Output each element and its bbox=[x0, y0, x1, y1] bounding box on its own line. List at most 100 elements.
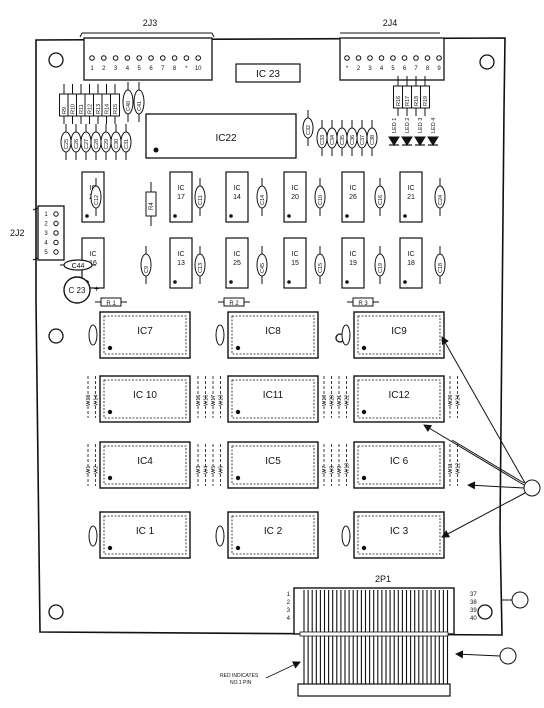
connector-2j2-label: 2J2 bbox=[10, 228, 25, 238]
ic-ic-1-socket bbox=[99, 511, 191, 559]
zj3-pin-8 bbox=[171, 55, 178, 61]
ic-ic-17 bbox=[169, 171, 193, 223]
zj4-pin-label-7: 7 bbox=[414, 66, 418, 72]
resistor-r2-label: R 2 bbox=[229, 301, 239, 307]
zj3-pin-label-7: 7 bbox=[161, 66, 165, 72]
led-1 bbox=[388, 136, 400, 146]
capacitor-c34-label: C34 bbox=[330, 135, 336, 145]
led-3-label: LED 3 bbox=[418, 118, 424, 133]
ic-ic9-body bbox=[357, 315, 441, 355]
capacitor-c32: C32 bbox=[302, 110, 314, 146]
capacitor-c18-label: C18 bbox=[438, 263, 444, 273]
ic-ic-24-pin1 bbox=[85, 214, 89, 218]
zp1-left-pin-2: 2 bbox=[287, 600, 291, 606]
resistor-r10-label: R10 bbox=[71, 104, 77, 114]
zj3-pin-label-4: 4 bbox=[126, 66, 130, 72]
zj3-pin-label-2: 2 bbox=[102, 66, 106, 72]
ic-ic-25-pin1 bbox=[229, 280, 233, 284]
zj4-pin-9 bbox=[436, 55, 442, 61]
resistor-r16-label: R16 bbox=[396, 96, 402, 106]
zj4-pin-3 bbox=[367, 55, 373, 61]
ic-ic-26-label-number: 26 bbox=[349, 194, 357, 201]
ic-ic-2-pin1 bbox=[235, 545, 241, 551]
zj3-pin-3 bbox=[112, 55, 119, 61]
capacitor-c38-label: C38 bbox=[370, 135, 376, 145]
zj4-pin-7 bbox=[413, 55, 419, 61]
zj3-pin-label-8: 8 bbox=[173, 66, 177, 72]
wire-w16-label: W16 bbox=[204, 395, 210, 406]
wire-w20-label: W20 bbox=[330, 395, 336, 406]
ic-ic-14-pin1 bbox=[229, 214, 233, 218]
wire-w24-label: W24 bbox=[456, 395, 462, 406]
wire-w17-label: W17 bbox=[211, 395, 217, 406]
ic-ic5-label: IC5 bbox=[265, 456, 281, 467]
wire-w1-label: W1 bbox=[86, 466, 92, 474]
zj3-pin-2 bbox=[101, 55, 107, 61]
wire-w6-label: W6 bbox=[219, 466, 225, 474]
capacitor-c37-label: C37 bbox=[360, 135, 366, 145]
zj4-pin-4 bbox=[378, 55, 385, 61]
ic-ic-20 bbox=[283, 171, 307, 223]
ic22: IC22 bbox=[145, 113, 297, 159]
ic-ic-1-pin1 bbox=[107, 545, 113, 551]
resistor-r1-label: R 1 bbox=[106, 301, 116, 307]
wire-w23-label: W23 bbox=[448, 395, 454, 406]
ic-ic-10-label: IC 10 bbox=[133, 390, 157, 401]
capacitor-c29-label: C29 bbox=[104, 139, 110, 149]
capacitor-c44-label: C44 bbox=[72, 263, 85, 270]
zj4-pin-label-4: 4 bbox=[380, 66, 384, 72]
capacitor-c9-label: C9 bbox=[144, 266, 150, 273]
zj4-pin-label-5: 5 bbox=[391, 66, 395, 72]
ic-ic-17-pin1 bbox=[173, 214, 177, 218]
wire-w22-label: W22 bbox=[345, 395, 351, 406]
zp1-left-pin-1: 1 bbox=[287, 592, 291, 598]
capacitor-c45-label: C45 bbox=[260, 263, 266, 273]
wire-w11-label: W11 bbox=[448, 463, 454, 474]
ic-ic-21 bbox=[399, 171, 423, 223]
ic-ic-21-label-prefix: IC bbox=[408, 185, 415, 192]
ic-ic-26 bbox=[341, 171, 365, 223]
capacitor-c31-label: C31 bbox=[124, 139, 130, 149]
led-4 bbox=[427, 136, 439, 146]
wire-w12-label: W12 bbox=[456, 463, 462, 474]
ic-ic-15 bbox=[283, 237, 307, 289]
connector-2j3-label: 2J3 bbox=[143, 18, 158, 28]
ic-ic-3-pin1 bbox=[361, 545, 367, 551]
zp1-right-pin-39: 39 bbox=[470, 608, 477, 614]
resistor-r9-label: R9 bbox=[62, 107, 68, 114]
led-2 bbox=[401, 136, 413, 146]
ic-ic5-body bbox=[231, 445, 315, 485]
resistor-r19-label: R19 bbox=[423, 96, 429, 106]
zj3-pin-label-10: 10 bbox=[195, 66, 202, 72]
ic-ic-2-label: IC 2 bbox=[264, 526, 283, 537]
ic-ic-6-body bbox=[357, 445, 441, 485]
zj4-pin-6 bbox=[401, 55, 408, 61]
resistor-r13-label: R13 bbox=[96, 104, 102, 114]
ic-ic-18-label-prefix: IC bbox=[408, 251, 415, 258]
zj4-pin-2 bbox=[355, 55, 362, 61]
zj3-pin-label-1: 1 bbox=[90, 66, 94, 72]
red-wire-note-line1: RED INDICATES bbox=[220, 673, 259, 679]
ic-ic9-socket bbox=[353, 311, 445, 359]
ic23-label: IC 23 bbox=[256, 69, 280, 80]
ic-ic-21-pin1 bbox=[403, 214, 407, 218]
bypass-capacitor-2 bbox=[215, 324, 225, 346]
zj2-pin-label-4: 4 bbox=[44, 241, 48, 247]
led-2-label: LED 2 bbox=[405, 118, 411, 133]
ic-ic7-socket bbox=[99, 311, 191, 359]
ic-ic11-socket bbox=[227, 375, 319, 423]
zj3-pin-label-6: 6 bbox=[149, 66, 153, 72]
wire-w8-label: W8 bbox=[330, 466, 336, 474]
resistor-r4-label: R4 bbox=[149, 202, 155, 210]
ic-ic-10-pin1 bbox=[107, 409, 113, 415]
ic-ic9-label: IC9 bbox=[391, 326, 407, 337]
wire-w21-label: W21 bbox=[337, 395, 343, 406]
ic-ic-20-label-prefix: IC bbox=[292, 185, 299, 192]
